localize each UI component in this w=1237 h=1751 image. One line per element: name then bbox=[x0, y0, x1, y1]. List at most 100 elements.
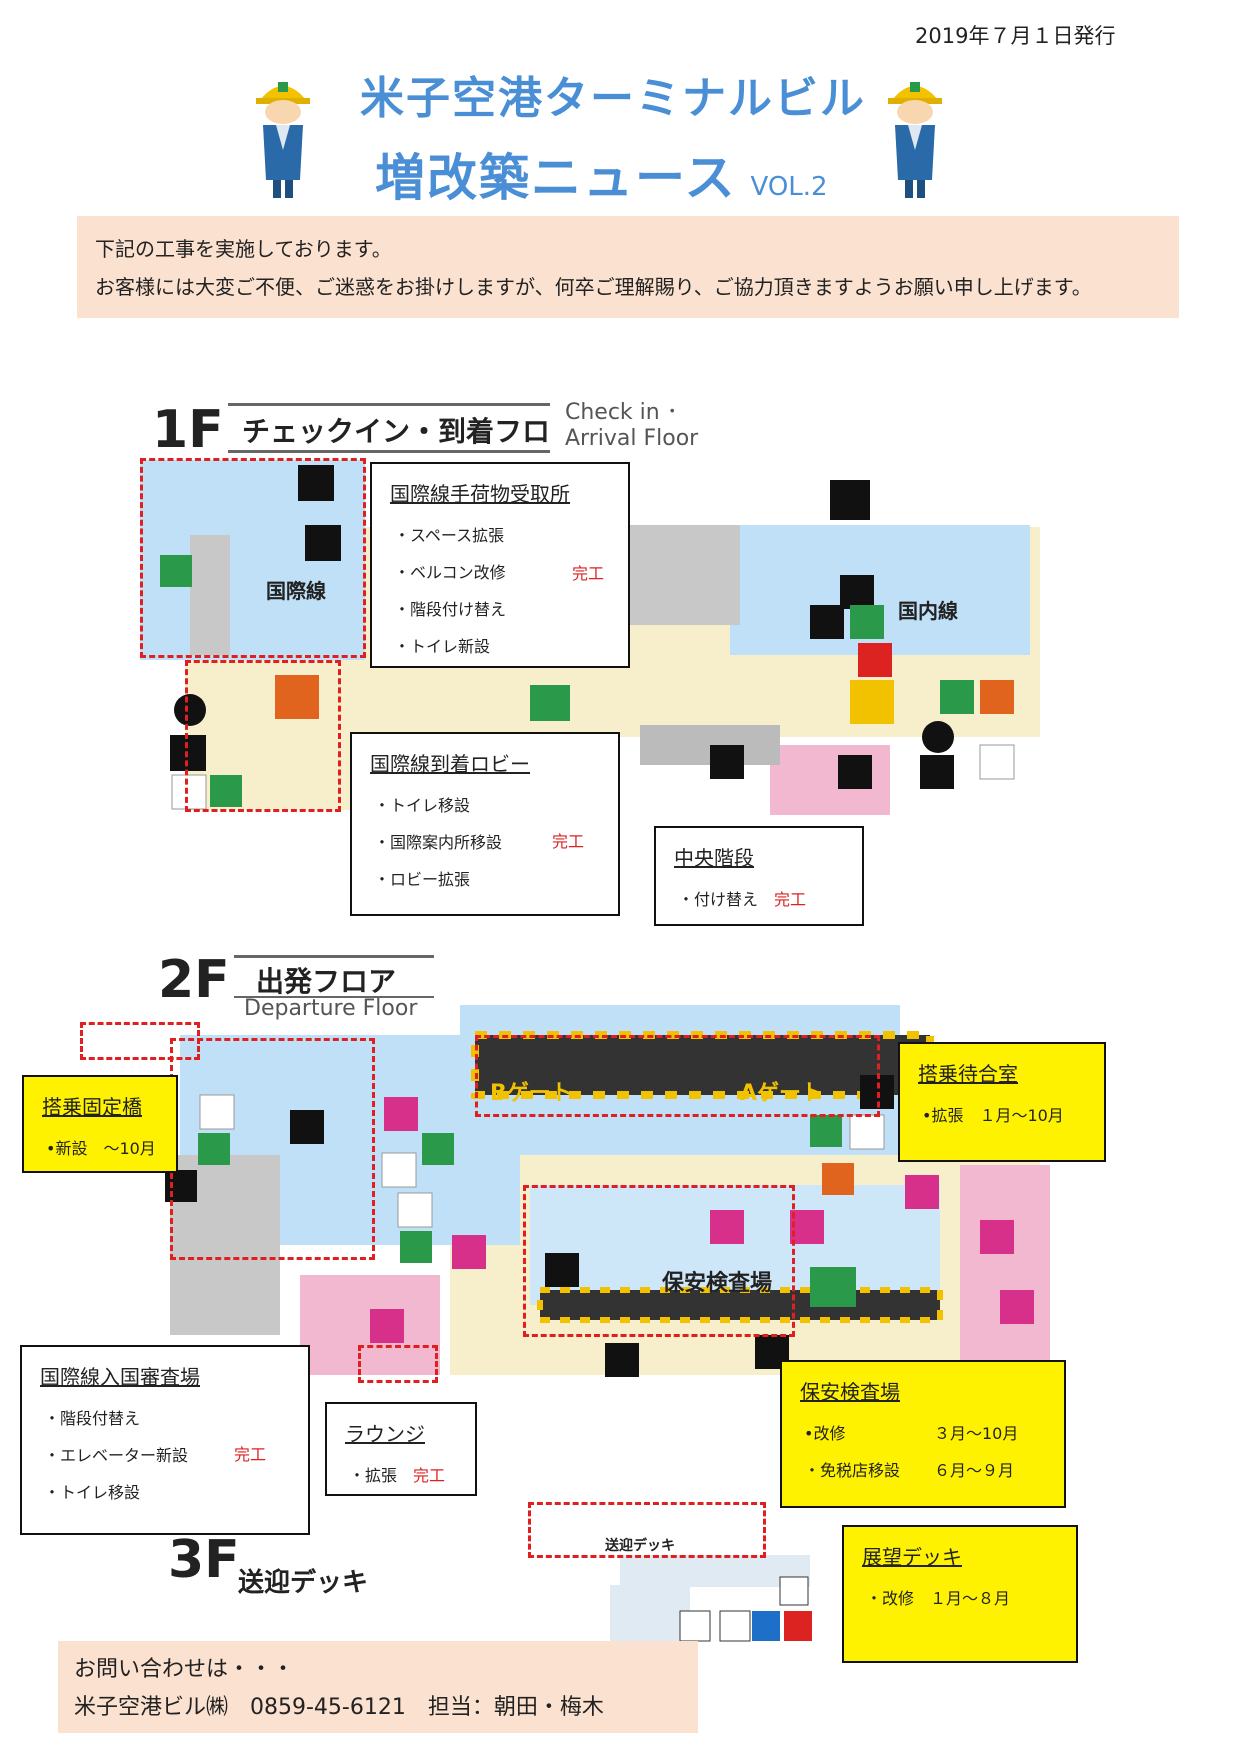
floor3-number: 3F bbox=[168, 1530, 240, 1590]
worker-bowing-icon bbox=[256, 82, 310, 198]
wheelchair-icon bbox=[210, 775, 242, 807]
intl-label-1f: 国際線 bbox=[266, 579, 326, 603]
shopping-icon bbox=[790, 1210, 824, 1244]
callout-bridge-title: 搭乗固定橋 bbox=[42, 1095, 142, 1119]
currency-exchange-icon bbox=[170, 735, 206, 771]
shopping-icon bbox=[1000, 1290, 1034, 1324]
wheelchair-icon bbox=[422, 1133, 454, 1165]
issue-date: 2019年７月１日発行 bbox=[915, 24, 1116, 48]
floor3-title: 送迎デッキ bbox=[238, 1568, 369, 1598]
lounge-icon bbox=[384, 1097, 418, 1131]
worker-bowing-icon bbox=[888, 82, 942, 198]
atm-icon bbox=[838, 755, 872, 789]
floor1-english: Check in ･ Arrival Floor bbox=[565, 400, 699, 451]
restroom-icon bbox=[979, 744, 1015, 780]
restroom-icon bbox=[784, 1611, 812, 1641]
wheelchair-icon bbox=[940, 680, 974, 714]
construction-area-lounge bbox=[358, 1345, 438, 1383]
status-complete: 完工 bbox=[552, 832, 585, 851]
notice-line2: お客様には大変ご不便、ご迷惑をお掛けしますが、何卒ご理解賜り、ご協力頂きますよう… bbox=[95, 275, 1092, 299]
floor2-english: Departure Floor bbox=[244, 996, 418, 1021]
elevator-icon bbox=[719, 1610, 751, 1642]
information-icon bbox=[922, 721, 954, 753]
construction-area-baggage bbox=[140, 458, 366, 658]
callout-baggage: 国際線手荷物受取所 ・スペース拡張 ・ベルコン改修 ・階段付け替え ・トイレ新設… bbox=[370, 462, 630, 668]
arrival-icon bbox=[850, 680, 894, 724]
shopping-icon bbox=[452, 1235, 486, 1269]
notice-box: 下記の工事を実施しております。 お客様には大変ご不便、ご迷惑をお掛けしますが、何… bbox=[77, 216, 1179, 318]
construction-area-arrival bbox=[185, 660, 341, 812]
first-aid-icon bbox=[858, 643, 892, 677]
restroom-icon bbox=[298, 465, 334, 501]
departure-icon bbox=[810, 1267, 856, 1307]
wheelchair-icon bbox=[779, 1576, 809, 1606]
wheelchair-icon bbox=[810, 1115, 842, 1147]
callout-waiting-room-title: 搭乗待合室 bbox=[918, 1062, 1018, 1086]
floor2-title-frame: 出発フロア bbox=[234, 955, 434, 998]
shopping-icon bbox=[710, 1210, 744, 1244]
gate-a-label: Aゲート bbox=[740, 1081, 824, 1106]
luggage-icon bbox=[305, 525, 341, 561]
meeting-point-icon bbox=[530, 685, 570, 721]
callout-security-title: 保安検査場 bbox=[800, 1380, 900, 1404]
contact-box: お問い合わせは・・・ 米子空港ビル㈱ 0859-45-6121 担当：朝田・梅木 bbox=[58, 1641, 698, 1733]
luggage-icon bbox=[840, 575, 874, 609]
information-icon bbox=[174, 694, 206, 726]
volume-number: VOL.2 bbox=[750, 172, 828, 202]
newsletter-title-line1: 米子空港ターミナルビル bbox=[360, 73, 866, 124]
construction-area-deck bbox=[528, 1502, 766, 1558]
security-check-icon bbox=[545, 1253, 579, 1287]
floor3-map bbox=[610, 1555, 812, 1645]
lounge-icon bbox=[370, 1309, 404, 1343]
restroom-icon bbox=[381, 1152, 417, 1188]
construction-area-security bbox=[523, 1185, 795, 1337]
floor1-title-frame: チェックイン・到着フロア bbox=[228, 403, 550, 488]
construction-area-bridge bbox=[80, 1022, 200, 1060]
nursing-room-icon bbox=[980, 680, 1014, 714]
construction-area-gates bbox=[475, 1035, 880, 1117]
wheelchair-icon bbox=[198, 1133, 230, 1165]
elevator-icon bbox=[710, 745, 744, 779]
contact-line1: お問い合わせは・・・ bbox=[74, 1657, 295, 1682]
office-icon bbox=[920, 755, 954, 789]
wheelchair-icon bbox=[160, 555, 192, 587]
restroom-icon bbox=[752, 1611, 780, 1641]
callout-waiting-room: 搭乗待合室 •拡張 １月～10月 bbox=[898, 1042, 1106, 1162]
gate-b-label: Bゲート bbox=[490, 1081, 573, 1106]
callout-arrival-lobby-title: 国際線到着ロビー bbox=[370, 752, 530, 776]
callout-immigration-title: 国際線入国審査場 bbox=[40, 1365, 200, 1389]
immigration-icon bbox=[290, 1110, 324, 1144]
floor1-number: 1F bbox=[152, 400, 224, 460]
restaurant-icon bbox=[980, 1220, 1014, 1254]
floor2-title: 出発フロア bbox=[256, 965, 397, 998]
arrival-icon bbox=[275, 675, 319, 719]
floor2-number: 2F bbox=[158, 950, 230, 1010]
callout-central-stairs-title: 中央階段 bbox=[674, 846, 754, 870]
callout-observation-title: 展望デッキ bbox=[862, 1545, 962, 1569]
callout-arrival-lobby: 国際線到着ロビー ・トイレ移設 ・国際案内所移設 ・ロビー拡張 完工 bbox=[350, 732, 620, 916]
callout-central-stairs: 中央階段 ・付け替え 完工 bbox=[654, 826, 864, 926]
dom-label-1f: 国内線 bbox=[898, 599, 958, 623]
status-complete: 完工 bbox=[234, 1445, 267, 1464]
restroom-icon bbox=[810, 605, 844, 639]
restroom-icon bbox=[199, 1094, 235, 1130]
callout-bridge: 搭乗固定橋 •新設 ～10月 bbox=[22, 1075, 178, 1173]
notice-line1: 下記の工事を実施しております。 bbox=[95, 237, 392, 261]
contact-line2: 米子空港ビル㈱ 0859-45-6121 担当：朝田・梅木 bbox=[74, 1695, 604, 1720]
callout-lounge-title: ラウンジ bbox=[345, 1422, 425, 1446]
wheelchair-icon bbox=[850, 605, 884, 639]
security-label-2f: 保安検査場 bbox=[662, 1271, 773, 1296]
wheelchair-icon bbox=[400, 1231, 432, 1263]
restroom-icon bbox=[171, 774, 207, 810]
nursing-room-icon bbox=[822, 1163, 854, 1195]
construction-area-immigration bbox=[170, 1038, 375, 1260]
elevator-icon bbox=[679, 1610, 711, 1642]
callout-immigration: 国際線入国審査場 ・階段付替え ・エレベーター新設 ・トイレ移設 完工 bbox=[20, 1345, 310, 1535]
callout-observation: 展望デッキ ・改修 １月～８月 bbox=[842, 1525, 1078, 1663]
callout-lounge: ラウンジ ・拡張 完工 bbox=[325, 1402, 477, 1496]
callout-baggage-title: 国際線手荷物受取所 bbox=[390, 482, 570, 506]
escalator-icon bbox=[605, 1343, 639, 1377]
deck-label: 送迎デッキ bbox=[605, 1538, 675, 1554]
